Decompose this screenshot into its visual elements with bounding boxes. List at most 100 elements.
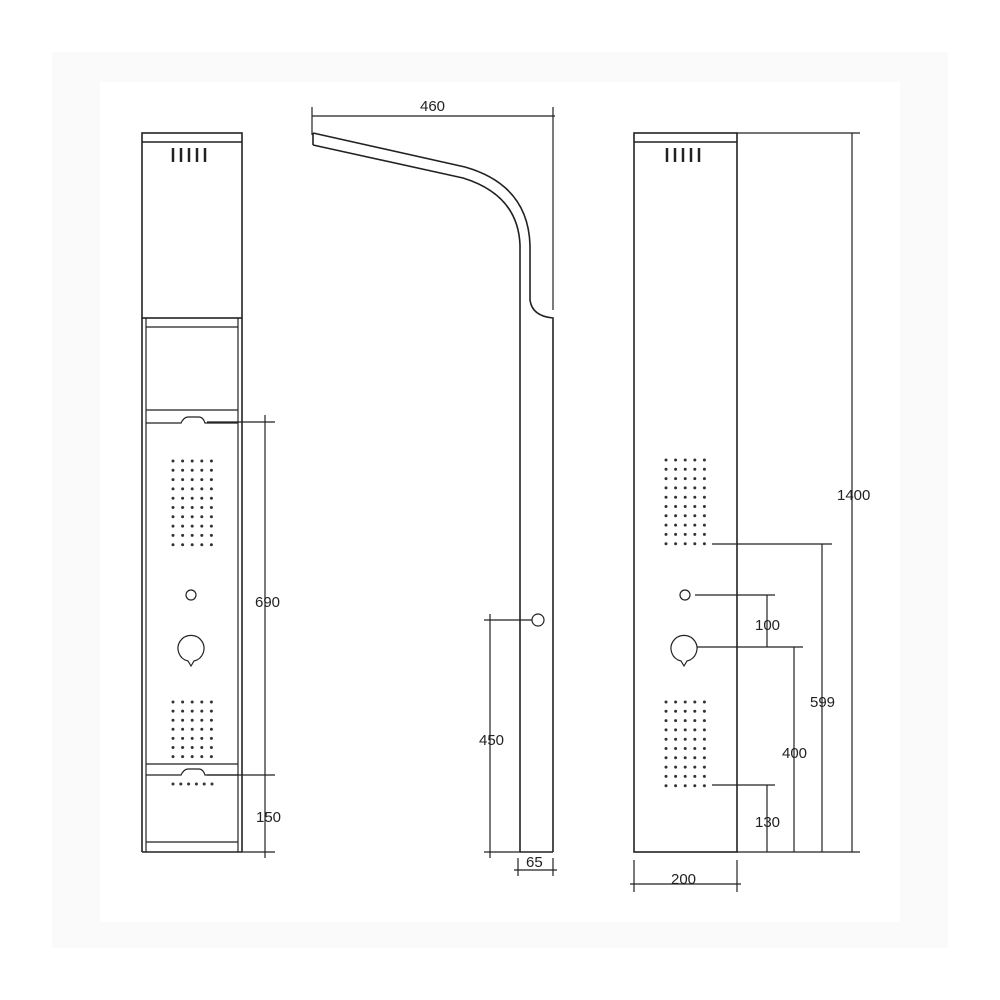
dim-400: 400: [782, 745, 807, 762]
dim-130: 130: [755, 814, 780, 831]
mixer-handle-icon: [670, 634, 698, 668]
spray-jet-dot: [209, 709, 213, 713]
spray-jet-dot: [171, 782, 175, 786]
spray-jet-dot: [664, 542, 668, 546]
spray-jet-dot: [702, 774, 706, 778]
rear-view: 1400 599 400 100 130 200: [630, 132, 870, 892]
spray-jet-dot: [181, 727, 185, 731]
spray-jet-dot: [171, 515, 175, 519]
spray-jet-dot: [194, 782, 198, 786]
spray-jet-dot: [664, 495, 668, 499]
spray-jet-dot: [190, 459, 194, 463]
side-view: 460 450 65: [311, 98, 557, 876]
spray-jet-dot: [200, 478, 204, 482]
dim-100: 100: [755, 617, 780, 634]
spray-jet-dot: [664, 514, 668, 518]
spray-jet-dot: [683, 458, 687, 462]
spray-jet-dot: [683, 532, 687, 536]
spray-jet-dot: [209, 543, 213, 547]
spray-jet-dot: [209, 468, 213, 472]
spray-jet-dot: [683, 737, 687, 741]
spray-jet-dot: [181, 736, 185, 740]
spray-jet-dot: [181, 468, 185, 472]
spray-jet-dot: [664, 700, 668, 704]
arm-inner-edge: [312, 144, 521, 852]
dim-150: 150: [256, 809, 281, 826]
spray-jet-dot: [209, 718, 213, 722]
spray-jet-dot: [200, 755, 204, 759]
spray-jet-dot: [190, 478, 194, 482]
dim-460: 460: [420, 98, 445, 115]
spray-jet-dot: [674, 747, 678, 750]
spray-jet-dot: [200, 506, 204, 509]
spray-jet-dot: [181, 709, 185, 713]
spray-jet-dot: [181, 746, 185, 749]
spray-jet-dot: [190, 506, 194, 509]
spray-jet-dot: [171, 755, 175, 759]
spray-jet-dot: [702, 505, 706, 508]
spray-jet-dot: [171, 709, 175, 713]
spray-jet-dot: [190, 727, 194, 731]
spray-jet-dot: [674, 514, 678, 518]
spray-jet-dot: [702, 514, 706, 518]
spray-jet-dot: [187, 782, 191, 786]
spray-jet-dot: [702, 486, 706, 490]
spray-jet-dot: [200, 718, 204, 722]
spray-jet-dot: [674, 765, 678, 769]
spray-jet-dot: [683, 477, 687, 481]
spray-jet-dot: [674, 458, 678, 462]
spray-jet-dot: [171, 533, 175, 537]
spray-jet-dot: [181, 543, 185, 547]
spray-jet-dot: [190, 755, 194, 759]
spray-jet-dot: [664, 505, 668, 508]
spray-jet-dot: [702, 477, 706, 481]
panel-body: [633, 132, 738, 853]
spray-jet-dot: [674, 523, 678, 527]
spray-jet-dot: [200, 515, 204, 519]
spray-jet-dot: [181, 718, 185, 722]
spray-jet-dot: [693, 784, 697, 788]
spray-jet-dot: [190, 718, 194, 722]
vent-icon: [665, 148, 701, 162]
spray-jet-dot: [683, 542, 687, 546]
spray-jet-dot: [664, 477, 668, 481]
spray-jet-dot: [664, 709, 668, 713]
spray-jet-dot: [181, 700, 185, 704]
spray-jet-dot: [693, 756, 697, 760]
spray-jet-dot: [181, 459, 185, 463]
spray-jet-dot: [200, 736, 204, 740]
spray-jet-dot: [664, 747, 668, 750]
spray-jet-dot: [190, 515, 194, 519]
spray-jet-dot: [181, 755, 185, 759]
front-view: 690 150: [141, 132, 281, 858]
spray-jet-dot: [693, 709, 697, 713]
spray-jet-dot: [674, 737, 678, 741]
spray-jet-dot: [171, 543, 175, 547]
spray-jet-dot: [200, 533, 204, 537]
spray-jet-dot: [171, 736, 175, 740]
spray-jet-dot: [171, 524, 175, 528]
spray-jet-dot: [683, 747, 687, 750]
spray-jet-dot: [702, 458, 706, 462]
spray-jet-dot: [171, 496, 175, 500]
spray-jet-dot: [693, 495, 697, 499]
vent-icon: [171, 148, 207, 162]
spray-jet-dot: [171, 459, 175, 463]
spray-jet-dot: [171, 700, 175, 704]
spray-jet-dot: [683, 765, 687, 769]
spray-jet-dot: [179, 782, 183, 786]
spray-jet-dot: [664, 784, 668, 788]
spray-jet-dot: [181, 515, 185, 519]
spray-jet-dot: [683, 495, 687, 499]
spray-jet-dot: [664, 737, 668, 741]
spray-jet-dot: [702, 709, 706, 713]
spray-jet-dot: [209, 727, 213, 731]
spray-jet-dot: [664, 523, 668, 527]
spray-jet-dot: [190, 736, 194, 740]
spray-jet-dot: [209, 478, 213, 482]
spray-jet-dot: [674, 728, 678, 732]
spray-jet-dot: [181, 524, 185, 528]
spray-jet-dot: [702, 532, 706, 536]
spray-jet-dot: [171, 718, 175, 722]
